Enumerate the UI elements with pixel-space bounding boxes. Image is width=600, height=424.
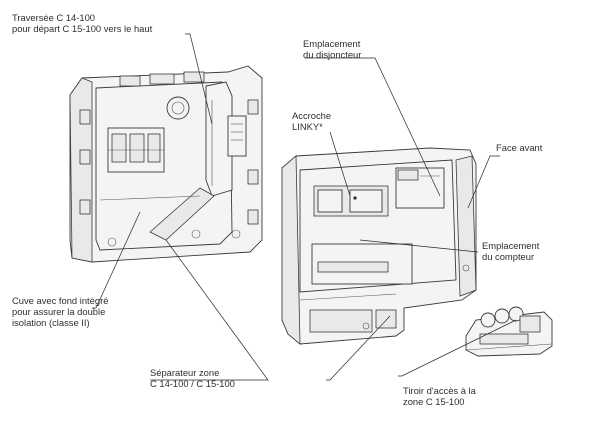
label-accroche-linky: Accroche LINKY* (292, 110, 332, 132)
label-separateur: Séparateur zone C 14-100 / C 15-100 (150, 367, 235, 389)
label-tiroir: Tiroir d'accès à la zone C 15-100 (403, 385, 476, 407)
leader-lines (92, 33, 517, 381)
backplate-drawing (69, 65, 263, 263)
label-cuve: Cuve avec fond intégré pour assurer la d… (12, 295, 109, 328)
label-emplacement-compteur: Emplacement du compteur (482, 240, 540, 262)
label-face-avant: Face avant (496, 142, 543, 153)
label-traversee: Traversée C 14-100 pour départ C 15-100 … (12, 12, 153, 34)
drawer-drawing (465, 306, 553, 357)
label-emplacement-disjoncteur: Emplacement du disjoncteur (303, 38, 362, 60)
front-unit-drawing (281, 147, 477, 345)
